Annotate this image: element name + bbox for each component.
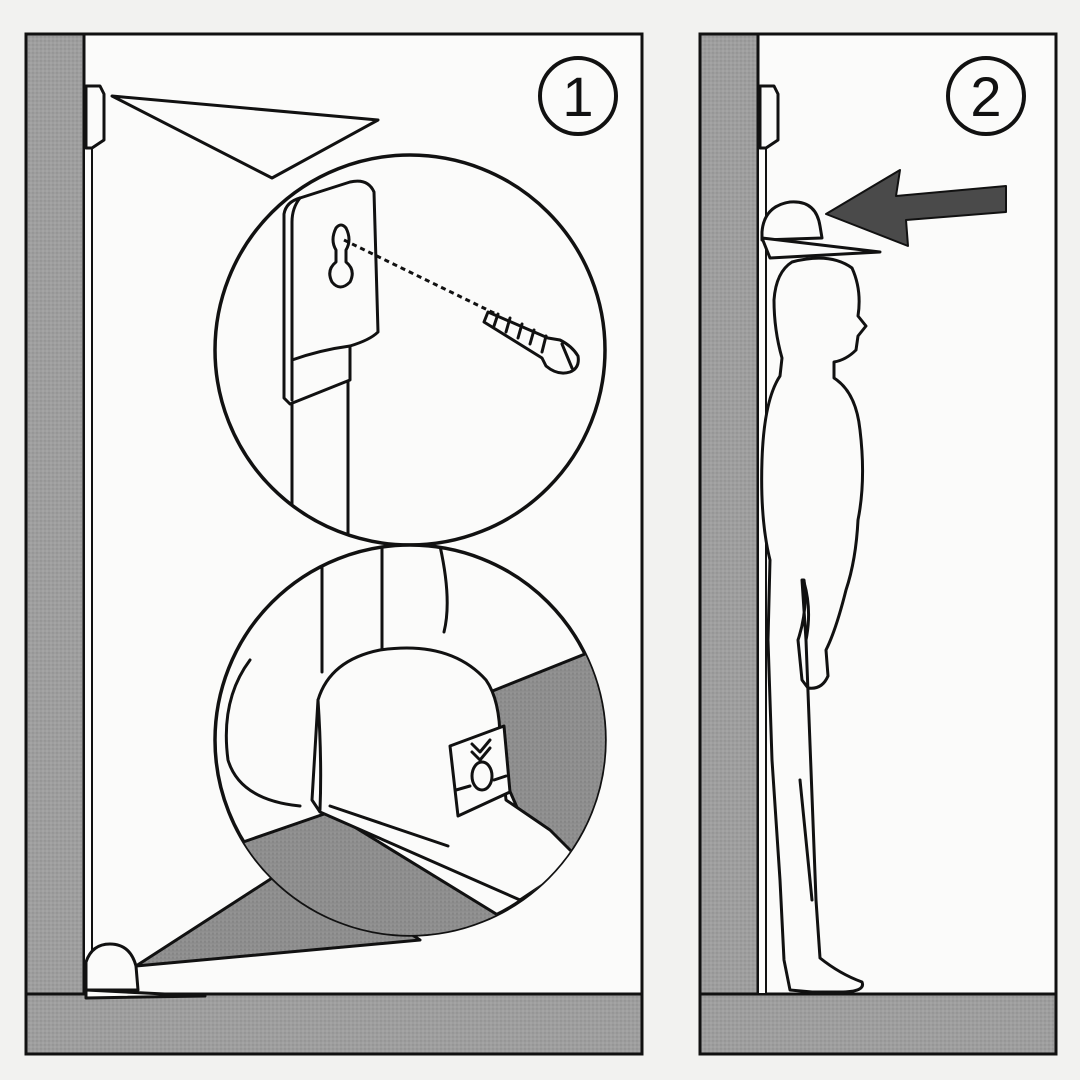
step-1-badge: 1 bbox=[538, 56, 618, 136]
panel-1-wall bbox=[24, 32, 86, 1056]
panel-1-floor bbox=[24, 992, 644, 1056]
panel-1-tape-strip bbox=[83, 119, 93, 995]
zoom-floor bbox=[218, 810, 605, 935]
panel-2: 2 bbox=[698, 32, 1058, 1056]
screw-icon bbox=[482, 310, 580, 375]
top-zoom-circle bbox=[213, 153, 607, 547]
head-plate-device bbox=[760, 200, 882, 260]
panel-1-floor-device bbox=[84, 942, 207, 1000]
alignment-dotted-line bbox=[343, 238, 497, 316]
step-2-badge: 2 bbox=[946, 56, 1026, 136]
wall-bracket bbox=[282, 179, 380, 406]
panel-2-tape-strip bbox=[757, 119, 767, 995]
bottom-zoom-circle bbox=[213, 543, 607, 937]
device-label-plate bbox=[448, 724, 512, 818]
panel-1: 1 bbox=[24, 32, 644, 1056]
panel-2-wall bbox=[698, 32, 760, 1056]
top-callout-beam bbox=[110, 94, 380, 180]
panel-2-floor bbox=[698, 992, 1058, 1056]
panel-1-top-bracket bbox=[84, 84, 106, 150]
panel-2-top-bracket bbox=[758, 84, 780, 150]
step-1-label: 1 bbox=[562, 65, 593, 128]
standing-person bbox=[760, 256, 868, 994]
step-2-label: 2 bbox=[970, 65, 1001, 128]
arrow-icon bbox=[825, 169, 1007, 247]
